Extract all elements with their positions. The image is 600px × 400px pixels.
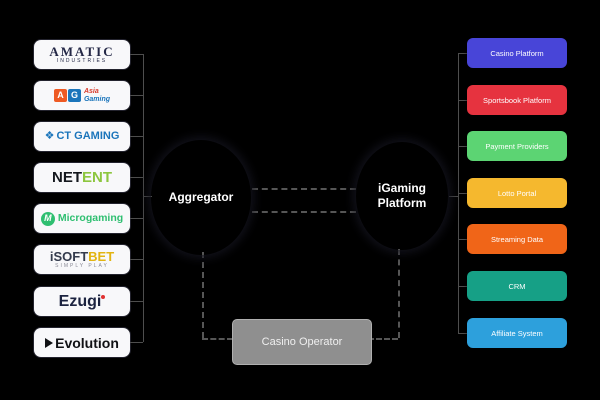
igaming-platform-label: iGaming Platform bbox=[377, 181, 427, 210]
connector-line bbox=[458, 146, 467, 147]
logo-text: Microgaming bbox=[57, 212, 124, 225]
connector-line bbox=[130, 177, 143, 178]
component-lotto-portal: Lotto Portal bbox=[467, 178, 567, 208]
logo-text: BET bbox=[88, 249, 115, 264]
casino-operator-label: Casino Operator bbox=[261, 336, 343, 348]
provider-logo-ct-gaming: ❖CT GAMING bbox=[34, 122, 130, 151]
dashed-connector-line bbox=[398, 249, 400, 338]
logo-text: Gaming bbox=[83, 95, 111, 103]
aggregator-label: Aggregator bbox=[168, 190, 234, 204]
logo-subtext: SIMPLY PLAY bbox=[55, 263, 109, 269]
dashed-connector-line bbox=[202, 338, 233, 340]
connector-line bbox=[143, 54, 144, 342]
ezugi-red-dot-icon bbox=[101, 294, 106, 299]
component-streaming-data: Streaming Data bbox=[467, 224, 567, 254]
dashed-connector-line bbox=[252, 211, 356, 213]
component-affiliate-system: Affiliate System bbox=[467, 318, 567, 348]
igaming-platform-node: iGaming Platform bbox=[356, 142, 448, 250]
casino-operator-node: Casino Operator bbox=[232, 319, 372, 365]
component-payment-providers: Payment Providers bbox=[467, 131, 567, 161]
provider-logo-ezugi: Ezugi bbox=[34, 287, 130, 316]
connector-line bbox=[458, 193, 467, 194]
connector-line bbox=[130, 136, 143, 137]
connector-line bbox=[130, 259, 143, 260]
component-label: Sportsbook Platform bbox=[483, 95, 551, 105]
component-crm: CRM bbox=[467, 271, 567, 301]
evolution-arrow-icon bbox=[45, 337, 54, 348]
connector-line bbox=[458, 239, 467, 240]
microgaming-circle-icon: M bbox=[40, 211, 55, 226]
connector-line bbox=[130, 342, 143, 343]
provider-logo-evolution: Evolution bbox=[34, 328, 130, 357]
connector-line bbox=[458, 53, 467, 54]
connector-line bbox=[458, 286, 467, 287]
component-label: Payment Providers bbox=[485, 141, 549, 151]
connector-line bbox=[449, 196, 458, 197]
connector-line bbox=[130, 218, 143, 219]
component-label: Lotto Portal bbox=[497, 188, 537, 198]
connector-line bbox=[143, 196, 152, 197]
component-label: CRM bbox=[508, 281, 526, 291]
connector-line bbox=[130, 301, 143, 302]
component-casino-platform: Casino Platform bbox=[467, 38, 567, 68]
logo-text: Evolution bbox=[55, 334, 119, 351]
connector-line bbox=[458, 333, 467, 334]
asia-gaming-a-square-icon: A bbox=[53, 89, 67, 102]
dashed-connector-line bbox=[252, 188, 356, 190]
logo-text: iSOFT bbox=[49, 249, 89, 264]
component-label: Streaming Data bbox=[490, 234, 544, 244]
logo-text: Asia bbox=[83, 88, 99, 96]
connector-line bbox=[458, 100, 467, 101]
aggregator-node: Aggregator bbox=[151, 140, 251, 255]
logo-text: NET bbox=[52, 169, 82, 186]
dashed-connector-line bbox=[368, 338, 398, 340]
component-sportsbook-platform: Sportsbook Platform bbox=[467, 85, 567, 115]
logo-text: Ezugi bbox=[58, 292, 102, 310]
connector-line bbox=[130, 95, 143, 96]
logo-text: ENT bbox=[82, 169, 112, 186]
logo-subtext: INDUSTRIES bbox=[56, 58, 108, 64]
dashed-connector-line bbox=[202, 252, 204, 338]
component-label: Affiliate System bbox=[491, 328, 543, 338]
asia-gaming-g-square-icon: G bbox=[67, 89, 81, 102]
connector-line bbox=[130, 54, 143, 55]
component-label: Casino Platform bbox=[490, 48, 544, 58]
logo-text: CT GAMING bbox=[56, 130, 120, 142]
logo-text: AMATIC bbox=[49, 44, 115, 59]
ct-gaming-emblem-icon: ❖ bbox=[44, 130, 55, 142]
